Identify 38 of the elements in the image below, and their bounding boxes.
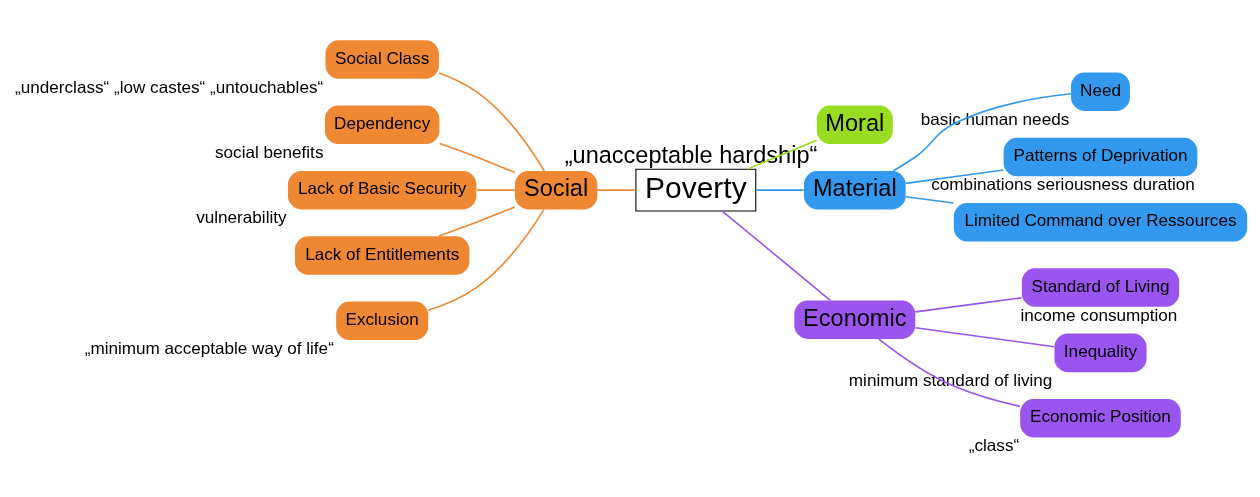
node-box: Economic xyxy=(794,300,916,339)
connector xyxy=(438,72,545,172)
node-box: Dependency xyxy=(324,105,440,145)
node-box: Social xyxy=(514,170,598,210)
connector xyxy=(755,189,805,191)
connector xyxy=(904,169,1005,185)
node-box: Exclusion xyxy=(336,301,429,341)
node-box: Need xyxy=(1071,72,1130,111)
connector xyxy=(427,208,545,311)
node-box: Patterns of Deprivation xyxy=(1003,137,1198,177)
node-box: Lack of Entitlements xyxy=(294,236,470,275)
node-label: „class“ xyxy=(968,436,1020,456)
node-box: Lack of Basic Security xyxy=(287,170,477,210)
connector xyxy=(438,206,516,237)
node-box: Poverty xyxy=(635,168,757,212)
node-box: Material xyxy=(803,170,906,210)
connector xyxy=(596,189,637,191)
connector xyxy=(892,93,1072,172)
node-box: Economic Position xyxy=(1020,398,1181,438)
node-box: Social Class xyxy=(325,40,439,79)
node-label: social benefits xyxy=(215,142,324,162)
connector xyxy=(438,142,516,174)
connector xyxy=(878,338,1021,408)
node-label: „minimum acceptable way of life“ xyxy=(84,338,334,358)
node-label: income consumption xyxy=(1020,305,1178,325)
node-label: „underclass“ „low castes“ „untouchables“ xyxy=(15,77,324,97)
connector xyxy=(914,297,1023,313)
connector xyxy=(914,327,1055,348)
connector xyxy=(721,210,832,302)
node-box: Standard of Living xyxy=(1021,268,1180,307)
node-box: Inequality xyxy=(1054,333,1147,373)
node-label: vulnerability xyxy=(196,208,287,228)
connector xyxy=(904,195,955,204)
node-label: basic human needs xyxy=(920,109,1070,129)
node-box: Moral xyxy=(816,105,893,145)
node-box: Limited Command over Ressources xyxy=(953,203,1248,242)
connector xyxy=(475,189,516,191)
node-label: combinations seriousness duration xyxy=(931,174,1195,194)
